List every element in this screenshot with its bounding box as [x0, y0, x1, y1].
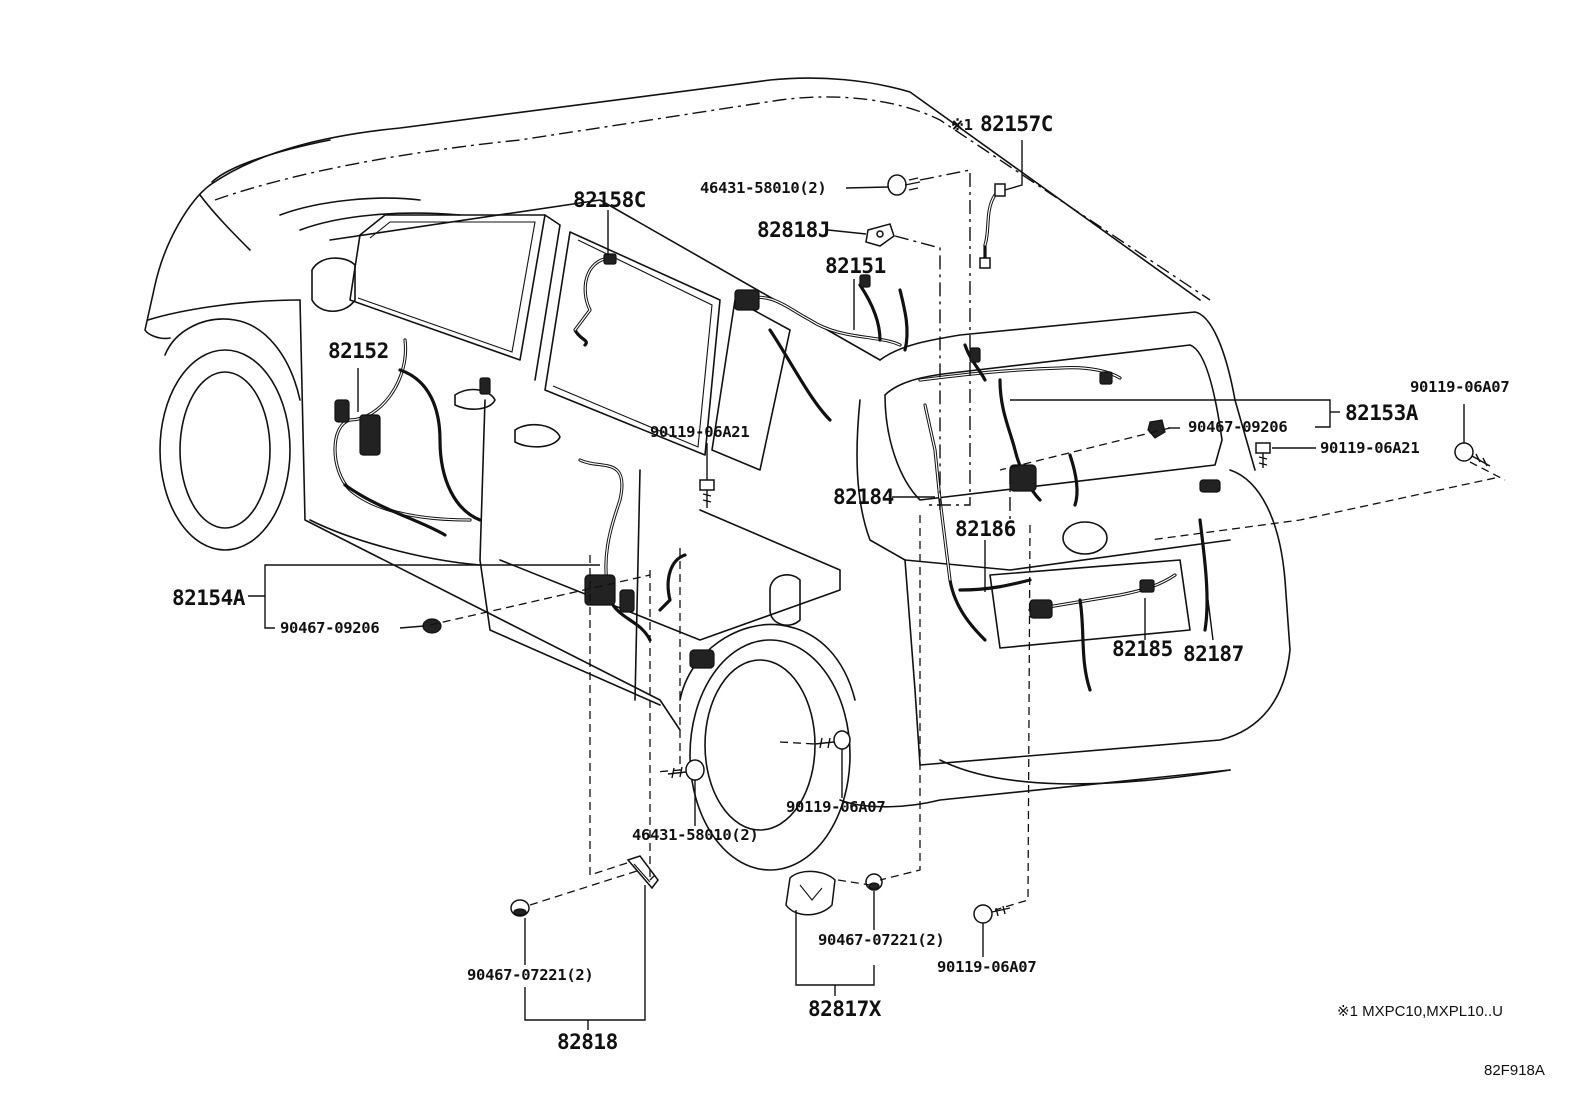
label-46431-58010-top: 46431-58010(2) [700, 179, 826, 197]
connector-icon [619, 589, 635, 613]
label-90467-09206-right: 90467-09206 [1188, 418, 1287, 436]
connector-icon [689, 649, 715, 669]
label-90467-07221-left: 90467-07221(2) [467, 966, 593, 984]
connector-icon [359, 414, 381, 456]
connector-icon [603, 253, 617, 265]
label-82184: 82184 [833, 485, 894, 509]
connector-icon [479, 377, 491, 395]
connector-icon [859, 274, 871, 288]
label-82818j: 82818J [757, 218, 830, 242]
connector-icon [1099, 371, 1113, 385]
fasteners [422, 174, 1491, 924]
bolt-icon [1454, 442, 1491, 467]
bolt-icon [814, 730, 851, 750]
label-82157c: 82157C [980, 112, 1053, 136]
label-90467-07221-mid: 90467-07221(2) [818, 931, 944, 949]
label-82153a: 82153A [1345, 401, 1419, 425]
note-marker: ※1 [951, 116, 973, 134]
part-labels: ※1 82157C 46431-58010(2) 82818J 82158C 8… [172, 112, 1510, 1054]
label-82151: 82151 [825, 254, 886, 278]
clip-icon [887, 174, 921, 196]
label-90467-09206-left: 90467-09206 [280, 619, 379, 637]
connector-icon [334, 399, 350, 423]
clamp-icon [865, 223, 895, 247]
connector-icon [969, 347, 981, 363]
connector-icon [734, 289, 760, 311]
label-82154a: 82154A [172, 586, 246, 610]
label-82185: 82185 [1112, 637, 1173, 661]
connector-icon [1199, 479, 1221, 493]
connector-icon [994, 183, 1006, 197]
label-82818: 82818 [557, 1030, 618, 1054]
label-82158c: 82158C [573, 188, 646, 212]
vehicle-outline [144, 77, 1291, 871]
connector-icon [1029, 599, 1053, 619]
bolt-icon [699, 479, 715, 508]
connector-icon [1009, 464, 1037, 492]
connector-icon [1139, 579, 1155, 593]
bolt-icon [1255, 442, 1271, 468]
clip-icon [510, 899, 530, 917]
label-90119-06a21-center: 90119-06A21 [650, 423, 749, 441]
label-90119-06a07-right: 90119-06A07 [1410, 378, 1509, 396]
clip-icon [422, 618, 442, 634]
label-90119-06a07-wheel: 90119-06A07 [786, 798, 885, 816]
connector-icon [979, 257, 991, 269]
diagram-code: 82F918A [1484, 1062, 1545, 1079]
label-90119-06a21-right: 90119-06A21 [1320, 439, 1419, 457]
clip-icon [1147, 419, 1166, 439]
bolt-icon [973, 904, 1011, 924]
label-82187: 82187 [1183, 642, 1244, 666]
cover-icon [785, 870, 836, 916]
clip-icon [865, 873, 883, 891]
label-82186: 82186 [955, 517, 1016, 541]
label-90119-06a07-bottom: 90119-06A07 [937, 958, 1036, 976]
label-82817x: 82817X [808, 997, 882, 1021]
installation-lines [429, 169, 1506, 911]
leader-lines [248, 140, 1465, 1030]
wire-harnesses [333, 183, 1221, 692]
label-82152: 82152 [328, 339, 389, 363]
label-46431-58010-bottom: 46431-58010(2) [632, 826, 758, 844]
applicability-footnote: ※1 MXPC10,MXPL10..U [1337, 1003, 1503, 1020]
